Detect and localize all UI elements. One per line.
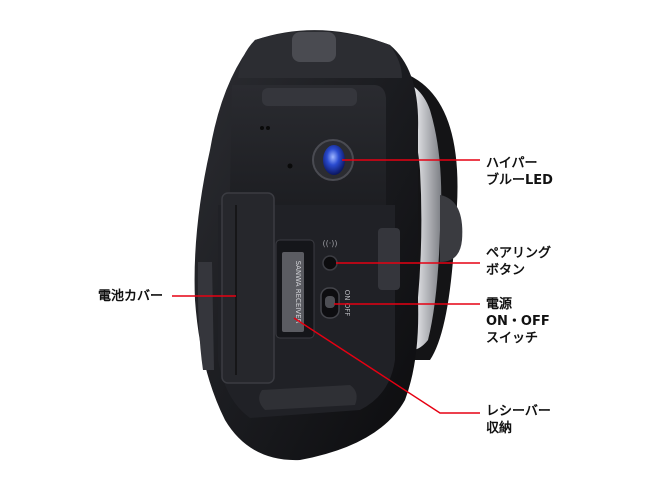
svg-text:((·)): ((·)) (322, 239, 337, 248)
callout-text: ボタン (486, 263, 526, 278)
receiver-marking: SANWA RECEIVER (294, 261, 302, 324)
callout-text: レシーバー (486, 404, 551, 419)
small-hole (287, 163, 293, 169)
right-foot (378, 228, 400, 290)
small-hole (266, 126, 270, 130)
callout-text: スイッチ (486, 331, 539, 346)
receiver (282, 252, 304, 332)
callout-pairing-button: ペアリング ボタン (486, 245, 551, 279)
callout-receiver-storage: レシーバー 収納 (486, 403, 551, 437)
wheel-slot (292, 32, 336, 62)
pairing-button (322, 255, 338, 271)
callout-text: ブルーLED (486, 173, 553, 188)
switch-marking: ON OFF (343, 290, 351, 317)
callout-text: ハイパー (486, 156, 538, 171)
blue-led (323, 145, 345, 175)
side-silver-trim (392, 78, 442, 350)
leader-lines (172, 159, 480, 414)
callout-battery-cover: 電池カバー (98, 288, 163, 305)
callout-blue-led: ハイパー ブルーLED (486, 155, 553, 189)
callout-text: ON・OFF (486, 314, 550, 329)
side-button (440, 195, 463, 262)
callout-text: 電源 (486, 297, 513, 312)
bottom-foot (259, 385, 357, 410)
callout-text: 電池カバー (98, 289, 164, 304)
callout-text: ペアリング (486, 246, 552, 261)
small-hole (260, 126, 264, 130)
battery-cover (221, 192, 275, 384)
callout-text: 収納 (486, 421, 513, 436)
callout-power-switch: 電源 ON・OFF スイッチ (486, 296, 550, 347)
left-foot (197, 262, 214, 370)
upper-pad (262, 88, 357, 106)
leader-receiver (293, 317, 480, 414)
